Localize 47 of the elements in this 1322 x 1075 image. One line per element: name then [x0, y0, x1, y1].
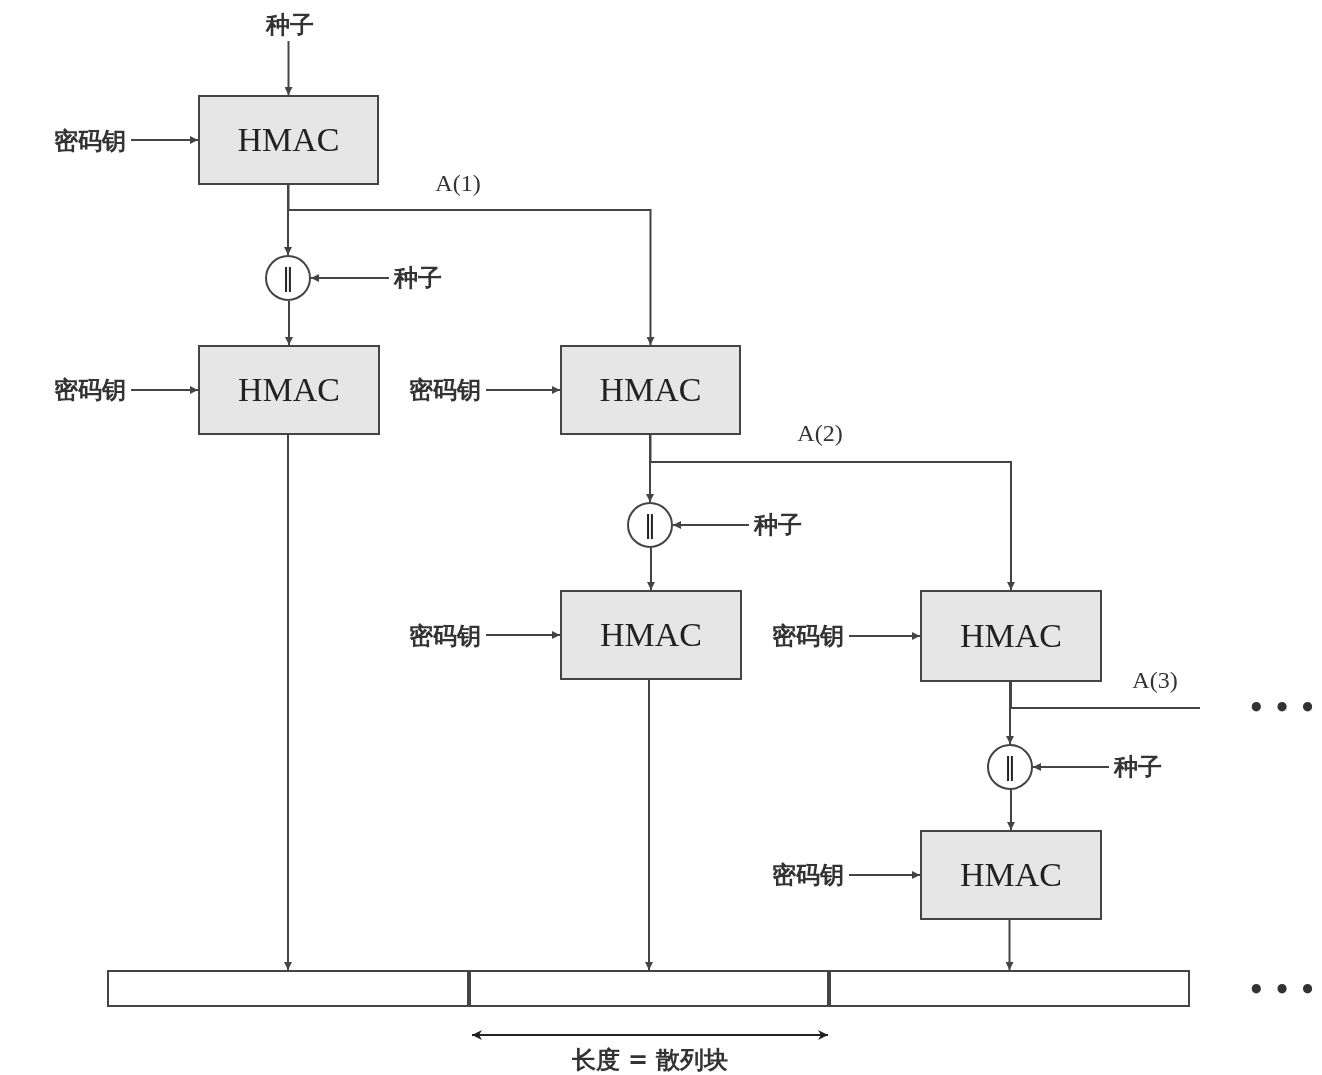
ellipsis-dots: • • • [1248, 975, 1316, 1005]
arrow [310, 274, 390, 282]
arrow [284, 40, 293, 96]
concat-circle: ‖ [627, 502, 673, 548]
process-box: HMAC [920, 590, 1102, 682]
arrow [1005, 919, 1014, 971]
arrow [285, 300, 293, 346]
text-label: 密码钥 [54, 374, 126, 406]
text-label: 种子 [754, 509, 802, 541]
arrow [649, 434, 1015, 591]
arrow [130, 136, 199, 144]
output-cell [829, 970, 1190, 1007]
arrow [284, 184, 292, 256]
arrow [672, 521, 750, 529]
text-label: 种子 [266, 9, 314, 41]
text-label: 密码钥 [54, 125, 126, 157]
process-box: HMAC [198, 345, 380, 435]
text-label: 种子 [1114, 751, 1162, 783]
concat-circle: ‖ [987, 744, 1033, 790]
arrow [485, 386, 561, 394]
arrow [130, 386, 199, 394]
arrow [646, 434, 654, 503]
arrow [848, 871, 921, 879]
text-label: 密码钥 [409, 374, 481, 406]
output-cell [107, 970, 469, 1007]
text-label: 密码钥 [772, 620, 844, 652]
arrow [647, 547, 655, 591]
arrow [1032, 763, 1110, 771]
arrow [284, 434, 292, 971]
text-label: 密码钥 [772, 859, 844, 891]
output-cell [469, 970, 829, 1007]
dimension-label: 长度 = 散列块 [571, 1045, 729, 1075]
arrow [645, 679, 653, 971]
ellipsis-dots: • • • [1248, 693, 1316, 723]
arrow [485, 631, 561, 639]
process-box: HMAC [560, 590, 742, 680]
arrow [1006, 681, 1014, 745]
text-label: 种子 [394, 262, 442, 294]
connector-line [1010, 681, 1201, 709]
arrow [848, 632, 921, 640]
concat-circle: ‖ [265, 255, 311, 301]
process-box: HMAC [920, 830, 1102, 920]
arrow [1007, 789, 1015, 831]
process-box: HMAC [198, 95, 379, 185]
process-box: HMAC [560, 345, 741, 435]
text-label: 密码钥 [409, 620, 481, 652]
arrow [287, 184, 655, 346]
